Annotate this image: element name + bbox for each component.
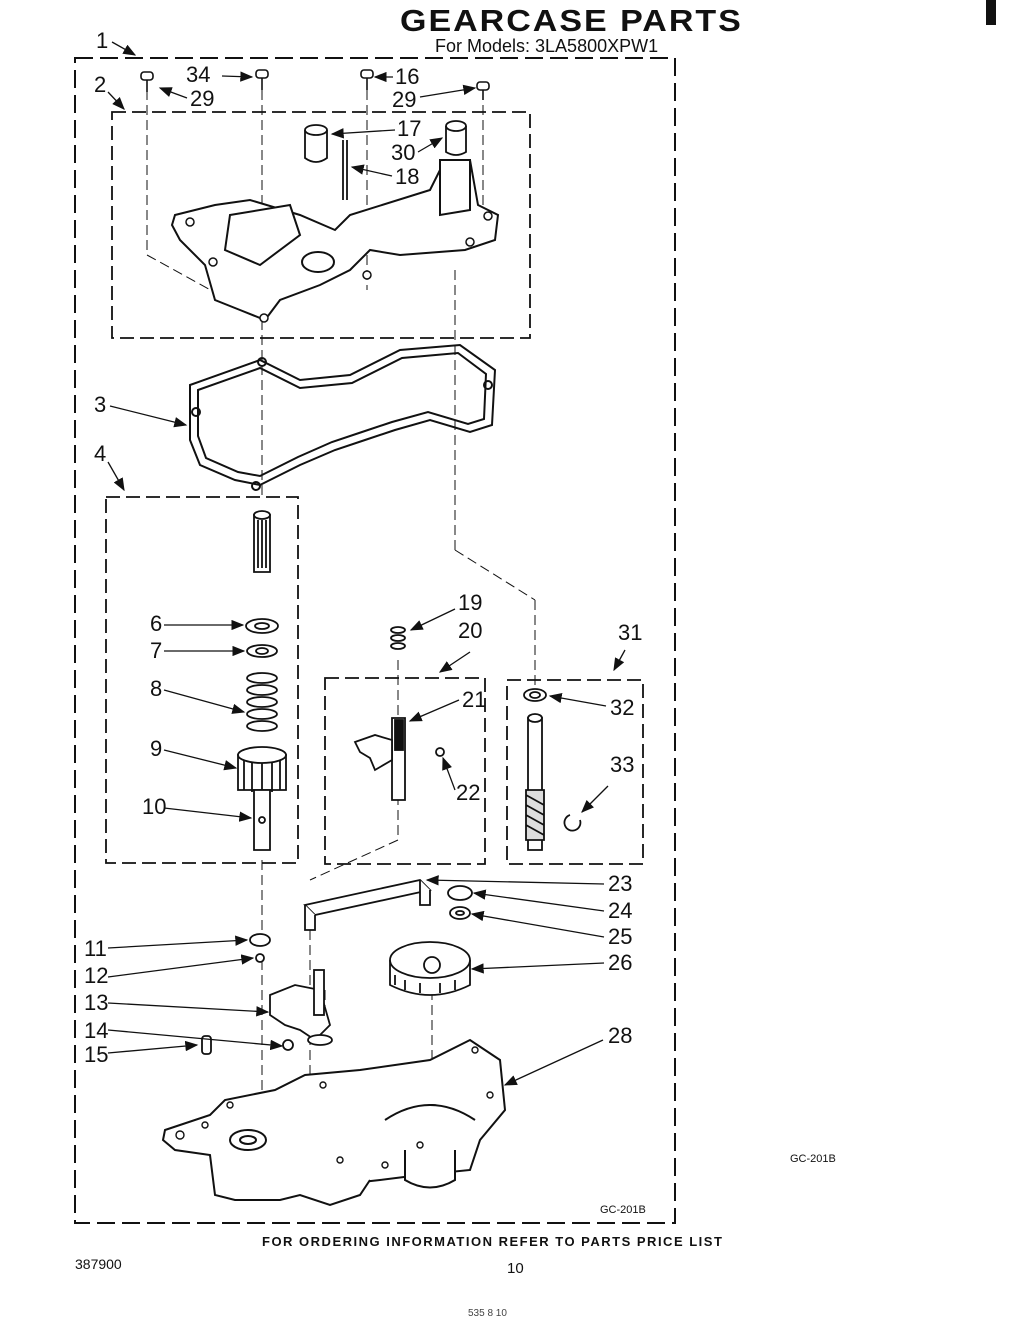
callout-15: 15 bbox=[84, 1042, 108, 1067]
drive-parts bbox=[303, 879, 473, 996]
callout-7: 7 bbox=[150, 638, 162, 663]
callout-22: 22 bbox=[456, 780, 480, 805]
shifter-parts bbox=[353, 626, 445, 801]
document-number: 387900 bbox=[75, 1256, 122, 1272]
callout-20: 20 bbox=[458, 618, 482, 643]
callout-28: 28 bbox=[608, 1023, 632, 1048]
handwritten-scribble: 535 8 10 bbox=[468, 1308, 507, 1319]
callout-33: 33 bbox=[610, 752, 634, 777]
callout-3: 3 bbox=[94, 392, 106, 417]
cover-screws bbox=[140, 69, 490, 100]
pinion-parts bbox=[237, 510, 287, 851]
bushings bbox=[304, 120, 467, 200]
callout-32: 32 bbox=[610, 695, 634, 720]
page-title: GEARCASE PARTS bbox=[400, 3, 743, 39]
diagram-code-outer: GC-201B bbox=[790, 1153, 836, 1165]
callout-26: 26 bbox=[608, 950, 632, 975]
callout-34: 34 bbox=[186, 62, 210, 87]
small-parts bbox=[201, 933, 333, 1055]
callout-4: 4 bbox=[94, 441, 106, 466]
callout-labels: 1 2 3 4 6 7 8 9 10 11 12 13 14 15 16 17 … bbox=[84, 28, 642, 1067]
callout-14: 14 bbox=[84, 1018, 108, 1043]
cover-subassembly-outline bbox=[111, 111, 531, 339]
cover-bolt-holes bbox=[185, 211, 493, 323]
callout-29-left: 29 bbox=[190, 86, 214, 111]
callout-23: 23 bbox=[608, 871, 632, 896]
assembly-outline bbox=[74, 57, 676, 1224]
callout-17: 17 bbox=[397, 116, 421, 141]
shifter-subassembly-outline bbox=[324, 677, 486, 865]
model-subtitle: For Models: 3LA5800XPW1 bbox=[435, 36, 659, 56]
callout-31: 31 bbox=[618, 620, 642, 645]
callout-25: 25 bbox=[608, 924, 632, 949]
gasket bbox=[189, 343, 497, 491]
callout-21: 21 bbox=[462, 687, 486, 712]
callout-18: 18 bbox=[395, 164, 419, 189]
callout-2: 2 bbox=[94, 72, 106, 97]
callout-30: 30 bbox=[391, 140, 415, 165]
callout-11: 11 bbox=[84, 936, 107, 961]
shaft-parts bbox=[523, 688, 582, 851]
callout-13: 13 bbox=[84, 990, 108, 1015]
gearcase-cover bbox=[170, 159, 500, 322]
callout-10: 10 bbox=[142, 794, 166, 819]
callout-6: 6 bbox=[150, 611, 162, 636]
ordering-note: FOR ORDERING INFORMATION REFER TO PARTS … bbox=[262, 1234, 724, 1249]
corner-mark bbox=[986, 0, 996, 25]
page-number: 10 bbox=[507, 1260, 524, 1277]
callout-19: 19 bbox=[458, 590, 482, 615]
callout-8: 8 bbox=[150, 676, 162, 701]
callout-29-right: 29 bbox=[392, 87, 416, 112]
shaft-subassembly-outline bbox=[506, 679, 644, 865]
callout-9: 9 bbox=[150, 736, 162, 761]
pinion-subassembly-outline bbox=[105, 496, 299, 864]
callout-1: 1 bbox=[96, 28, 108, 53]
gearcase-base bbox=[161, 1038, 507, 1207]
callout-12: 12 bbox=[84, 963, 108, 988]
base-bolt-holes bbox=[175, 1046, 494, 1169]
callout-24: 24 bbox=[608, 898, 632, 923]
leader-lines bbox=[107, 41, 626, 1086]
callout-16: 16 bbox=[395, 64, 419, 89]
diagram-code-inner: GC-201B bbox=[600, 1204, 646, 1216]
